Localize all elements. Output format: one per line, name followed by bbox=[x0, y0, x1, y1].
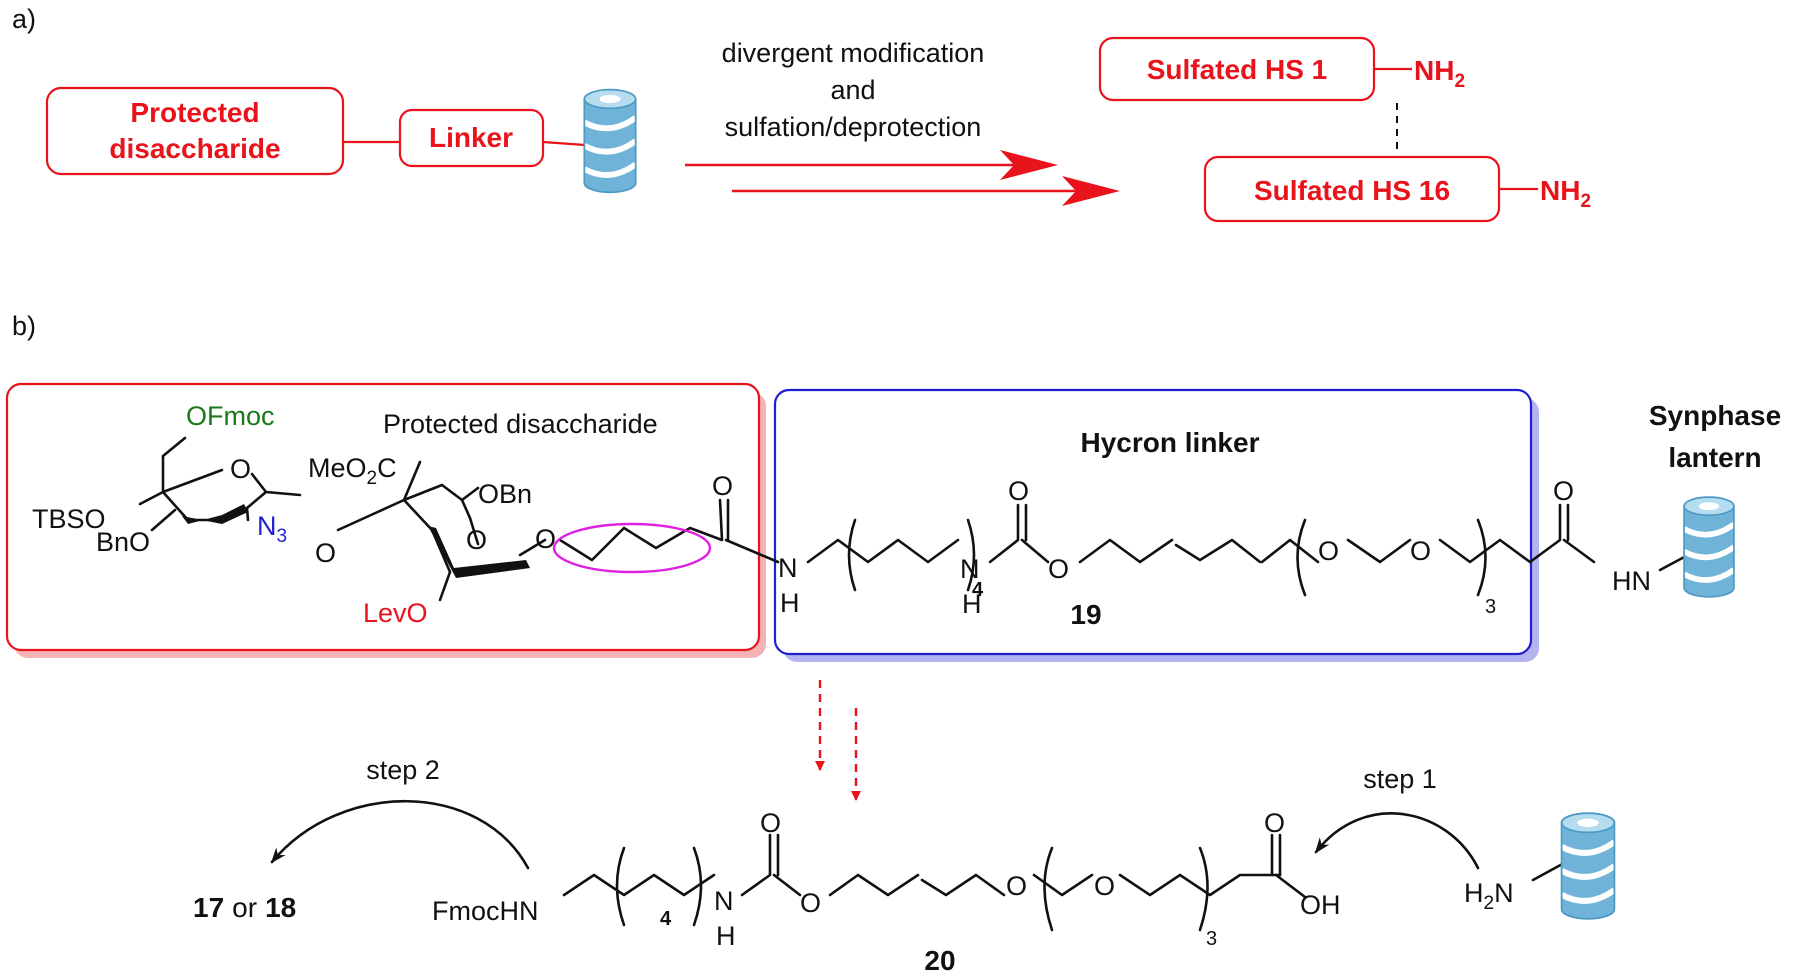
synphase-lantern-icon bbox=[1562, 813, 1615, 919]
arrowhead-icon bbox=[1000, 150, 1058, 180]
ring-wedge bbox=[428, 526, 530, 578]
tbso-label: TBSO bbox=[32, 504, 106, 534]
carbamate-h-label: H bbox=[716, 921, 736, 951]
ether-o-label: O bbox=[1006, 871, 1027, 901]
repeat-bracket-4 bbox=[847, 518, 976, 592]
fmochn-label: FmocHN bbox=[432, 896, 539, 926]
amine-label-16: NH2 bbox=[1540, 175, 1591, 212]
peg-o-label: O bbox=[1410, 536, 1431, 566]
protected-disaccharide-line1: Protected bbox=[130, 97, 259, 128]
panel-a-label: a) bbox=[12, 4, 36, 34]
arrow-text-line3: sulfation/deprotection bbox=[725, 112, 982, 142]
acid-group bbox=[1270, 833, 1307, 899]
ester-label: MeO2C bbox=[308, 453, 397, 489]
lantern-title-line2: lantern bbox=[1668, 442, 1761, 473]
compound-20-chain bbox=[562, 833, 1282, 897]
step1-label: step 1 bbox=[1363, 764, 1437, 794]
carbamate-o-label: O bbox=[760, 808, 781, 838]
linker-box bbox=[398, 108, 545, 168]
panel-a: a) Protected disaccharide Linker diverge… bbox=[12, 4, 1591, 223]
compound-20-label: 20 bbox=[924, 945, 955, 976]
ring-wedge bbox=[182, 504, 248, 524]
ring-oxygen-label: O bbox=[230, 454, 251, 484]
amide-h-label: H bbox=[780, 588, 800, 618]
hycron-linker-frame bbox=[773, 388, 1533, 656]
arrow-text-line2: and bbox=[830, 75, 875, 105]
step1-arrow bbox=[1314, 812, 1480, 870]
ether-o-label: O bbox=[1318, 536, 1339, 566]
connector-line bbox=[542, 140, 586, 147]
linker-chain-19 bbox=[724, 503, 1262, 564]
repeat-count-4: 4 bbox=[972, 579, 984, 601]
synphase-lantern-icon bbox=[584, 90, 635, 193]
protected-disaccharide-line2: disaccharide bbox=[109, 133, 280, 164]
peg-o-label: O bbox=[1094, 871, 1115, 901]
compound-19-label: 19 bbox=[1070, 599, 1101, 630]
repeat-count-4: 4 bbox=[660, 908, 672, 930]
bno-label: BnO bbox=[96, 527, 150, 557]
lantern-bond bbox=[1531, 860, 1568, 882]
h2n-label: H2N bbox=[1464, 878, 1514, 914]
step2-label: step 2 bbox=[366, 755, 440, 785]
repeat-count-3: 3 bbox=[1485, 596, 1496, 618]
arrowhead-icon bbox=[1062, 176, 1120, 206]
amine-label-1: NH2 bbox=[1414, 55, 1465, 92]
protected-disaccharide-box bbox=[45, 86, 345, 176]
linker-label: Linker bbox=[429, 122, 513, 153]
peg-chain-19 bbox=[1260, 503, 1596, 564]
amide-o-label: O bbox=[1553, 476, 1574, 506]
ring-oxygen-label: O bbox=[466, 525, 487, 555]
carbonyl-oxygen-label: O bbox=[712, 471, 733, 501]
hycron-linker-title: Hycron linker bbox=[1081, 427, 1260, 458]
panel-b: b) Protected disaccharide Hycron linker … bbox=[5, 311, 1781, 976]
protected-disaccharide-title: Protected disaccharide bbox=[383, 409, 658, 439]
acid-o-label: O bbox=[1264, 808, 1285, 838]
amide-n-label: N bbox=[778, 553, 798, 583]
panel-b-label: b) bbox=[12, 311, 36, 341]
carbamate-o-label: O bbox=[1008, 476, 1029, 506]
carbamate-n-label: N bbox=[714, 886, 734, 916]
protected-disaccharide-frame bbox=[5, 382, 761, 652]
sulfated-hs1-label: Sulfated HS 1 bbox=[1147, 54, 1327, 85]
oh-label: OH bbox=[1300, 890, 1341, 920]
iduronic-ring bbox=[336, 460, 547, 602]
repeat-bracket-3 bbox=[1296, 518, 1487, 597]
carbamate-ester-o-label: O bbox=[1048, 554, 1069, 584]
hn-label: HN bbox=[1612, 566, 1651, 596]
repeat-brackets-20 bbox=[615, 846, 1209, 932]
synphase-lantern-icon bbox=[1684, 497, 1734, 597]
lantern-title-line1: Synphase bbox=[1649, 400, 1781, 431]
carbamate-n-label: N bbox=[960, 554, 980, 584]
carbamate-h-label: H bbox=[962, 589, 982, 619]
azide-label: N3 bbox=[257, 511, 287, 547]
obn-label: OBn bbox=[478, 479, 532, 509]
spacer-chain bbox=[558, 498, 730, 562]
carbamate-ester-o-label: O bbox=[800, 888, 821, 918]
ofmoc-label: OFmoc bbox=[186, 401, 275, 431]
step2-arrow bbox=[270, 800, 530, 870]
levo-label: LevO bbox=[363, 598, 428, 628]
anomeric-oxygen-label: O bbox=[535, 524, 556, 554]
sulfated-hs16-label: Sulfated HS 16 bbox=[1254, 175, 1450, 206]
highlight-ellipse bbox=[552, 522, 712, 574]
glucosamine-ring bbox=[138, 436, 302, 532]
repeat-count-3: 3 bbox=[1206, 928, 1217, 950]
glycosidic-oxygen-label: O bbox=[315, 538, 336, 568]
arrow-text-line1: divergent modification bbox=[722, 38, 985, 68]
